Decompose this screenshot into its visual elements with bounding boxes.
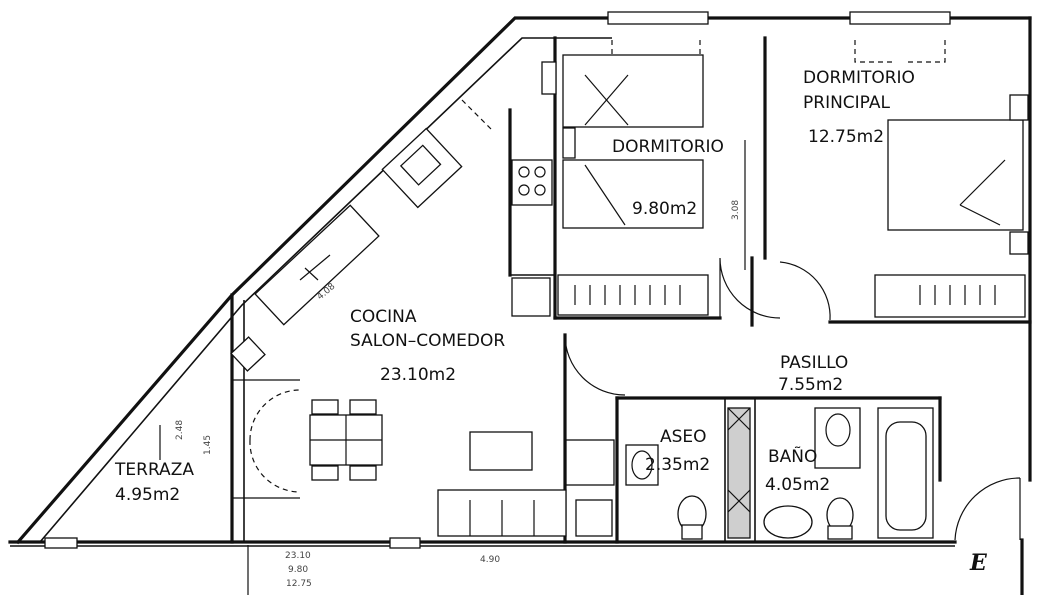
room-area-bano: 4.05m2 (765, 475, 830, 495)
room-area-cocina: 23.10m2 (380, 365, 456, 385)
room-label-dormitorio-principal: DORMITORIO (803, 68, 915, 88)
sum-line-3: 12.75 (286, 579, 312, 589)
room-label-dormitorio: DORMITORIO (612, 137, 724, 157)
room-label-salon-comedor: SALON–COMEDOR (350, 331, 505, 351)
room-area-pasillo: 7.55m2 (778, 375, 843, 395)
dim-bottom: 4.90 (480, 555, 500, 565)
room-label-bano: BAÑO (768, 445, 817, 467)
dim-terraza-b: 1.45 (203, 435, 213, 455)
dim-dormitorio: 3.08 (731, 200, 741, 220)
door-swings (249, 40, 1021, 541)
room-area-dormitorio-principal: 12.75m2 (808, 127, 884, 147)
room-label-terraza: TERRAZA (114, 460, 194, 480)
room-area-dormitorio: 9.80m2 (632, 199, 697, 219)
room-area-terraza: 4.95m2 (115, 485, 180, 505)
room-label-pasillo: PASILLO (780, 353, 848, 373)
entrance-marker: E (969, 550, 988, 576)
windows (44, 11, 951, 549)
room-label-aseo: ASEO (660, 427, 707, 447)
room-area-aseo: 2.35m2 (645, 455, 710, 475)
dim-terraza-a: 2.48 (175, 420, 185, 440)
sum-line-2: 9.80 (288, 565, 308, 575)
exterior-walls (8, 16, 1032, 595)
room-label-dormitorio-principal-2: PRINCIPAL (803, 93, 890, 113)
sum-line-1: 23.10 (285, 551, 311, 561)
room-labels: DORMITORIO PRINCIPAL 12.75m2 DORMITORIO … (114, 68, 915, 505)
room-label-cocina: COCINA (350, 307, 417, 327)
furniture (230, 54, 1029, 540)
